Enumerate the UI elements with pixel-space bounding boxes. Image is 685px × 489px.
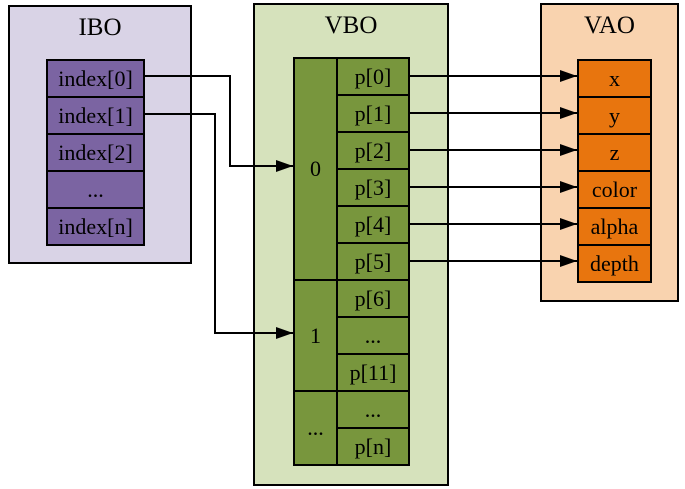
vbo-box: VBO 0 1 ... p[0] p[1] p[2] p[3] p[4] p[5… bbox=[253, 3, 449, 486]
vbo-title: VBO bbox=[324, 12, 378, 39]
vbo-p-cell: p[6] bbox=[336, 279, 410, 318]
vbo-p-cell: p[n] bbox=[336, 427, 410, 466]
vao-cell: color bbox=[577, 170, 652, 209]
ibo-cell: index[1] bbox=[46, 96, 145, 135]
ibo-cell: index[2] bbox=[46, 133, 145, 172]
vao-cell: z bbox=[577, 133, 652, 172]
vbo-cell-grid: 0 1 ... p[0] p[1] p[2] p[3] p[4] p[5] p[… bbox=[293, 57, 410, 466]
vao-cell: y bbox=[577, 96, 652, 135]
vbo-p-cell: ... bbox=[336, 316, 410, 355]
vao-box: VAO x y z color alpha depth bbox=[540, 3, 679, 302]
vbo-p-cell: p[4] bbox=[336, 205, 410, 244]
ibo-cell-stack: index[0] index[1] index[2] ... index[n] bbox=[46, 59, 145, 246]
vbo-p-cell: p[11] bbox=[336, 353, 410, 392]
vbo-p-cell: p[0] bbox=[336, 57, 410, 96]
vbo-p-cell: ... bbox=[336, 390, 410, 429]
vbo-group-cell: 0 bbox=[293, 57, 338, 281]
vao-cell: alpha bbox=[577, 207, 652, 246]
ibo-title: IBO bbox=[78, 14, 122, 41]
vao-cell: depth bbox=[577, 244, 652, 283]
vao-title: VAO bbox=[584, 12, 635, 39]
ibo-cell: index[n] bbox=[46, 207, 145, 246]
vao-cell: x bbox=[577, 59, 652, 98]
vbo-group-cell: 1 bbox=[293, 279, 338, 392]
vbo-p-cell: p[1] bbox=[336, 94, 410, 133]
vbo-p-cell: p[2] bbox=[336, 131, 410, 170]
vbo-p-cell: p[5] bbox=[336, 242, 410, 281]
vao-cell-stack: x y z color alpha depth bbox=[577, 59, 652, 283]
ibo-cell: index[0] bbox=[46, 59, 145, 98]
ibo-box: IBO index[0] index[1] index[2] ... index… bbox=[8, 5, 192, 264]
ibo-cell: ... bbox=[46, 170, 145, 209]
vbo-p-cell: p[3] bbox=[336, 168, 410, 207]
vbo-group-cell: ... bbox=[293, 390, 338, 466]
